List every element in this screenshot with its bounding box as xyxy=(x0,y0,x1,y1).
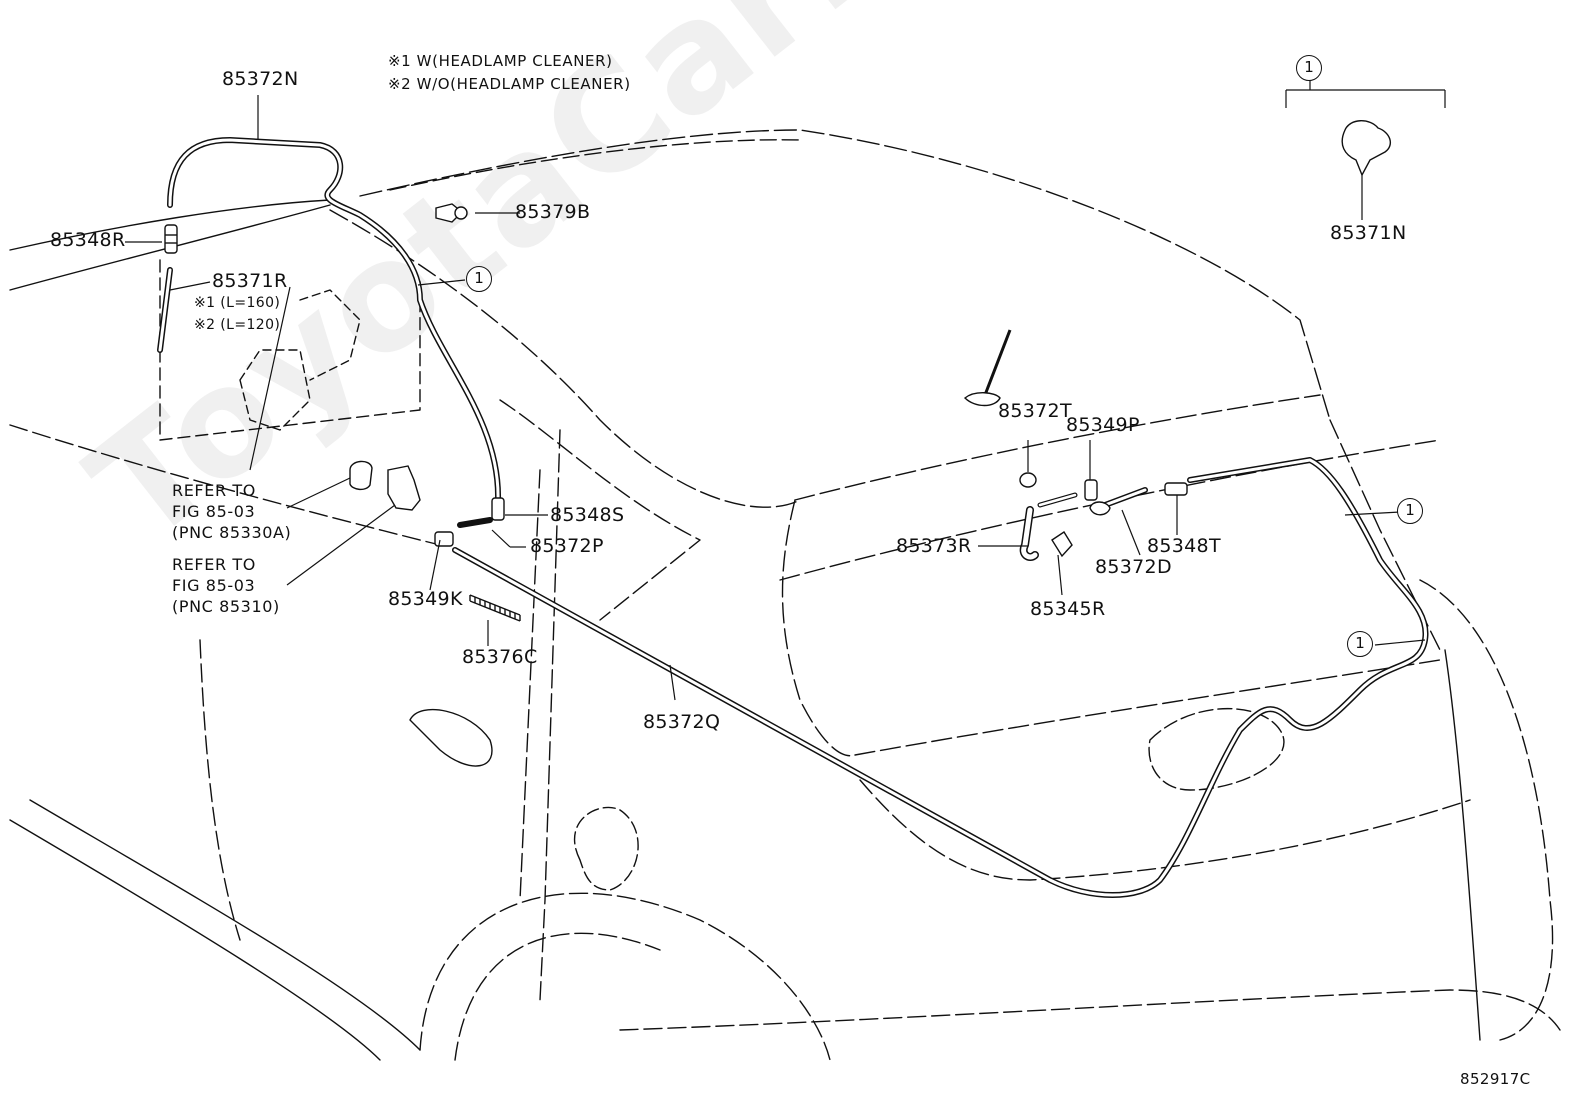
joint-85348R xyxy=(164,224,178,254)
reference-pnc-85310: REFER TO FIG 85-03 (PNC 85310) xyxy=(172,555,280,616)
rear-window-top xyxy=(794,394,1321,501)
connector-85349P xyxy=(1084,479,1098,501)
label-85371N: 85371N xyxy=(1330,222,1407,244)
roof-outline-inner xyxy=(389,139,801,191)
door-edge-2 xyxy=(519,469,541,901)
pump-85310 xyxy=(387,465,421,511)
lower-body xyxy=(29,799,421,1051)
reference-pnc-85330a: REFER TO FIG 85-03 (PNC 85330A) xyxy=(172,481,292,542)
c-pillar xyxy=(499,399,701,621)
rear-window-bottom xyxy=(854,659,1441,756)
grommet-85372T xyxy=(1019,472,1037,488)
hose-85372D-inner xyxy=(1103,488,1147,507)
lower-hatch xyxy=(859,779,1471,881)
lower-body-2 xyxy=(9,819,381,1061)
antenna-base xyxy=(963,392,1001,407)
label-85349K: 85349K xyxy=(388,588,463,610)
engine-room-detail-2 xyxy=(299,289,361,381)
note-with-headlamp-cleaner: ※1 W(HEADLAMP CLEANER) xyxy=(388,52,613,70)
label-85348R: 85348R xyxy=(50,229,126,251)
label-85372P: 85372P xyxy=(530,535,604,557)
label-85379B: 85379B xyxy=(515,201,591,223)
left-fender xyxy=(199,639,241,941)
joint-85348T xyxy=(1164,482,1188,496)
roof-line-left xyxy=(9,199,331,251)
label-85371R-length-2: ※2 (L=120) xyxy=(194,317,281,333)
joint-85348S xyxy=(491,497,505,521)
label-85372D: 85372D xyxy=(1095,556,1172,578)
hose-85373R-inner xyxy=(1021,507,1038,560)
diagram-code: 852917C xyxy=(1460,1070,1531,1088)
note-without-headlamp-cleaner: ※2 W/O(HEADLAMP CLEANER) xyxy=(388,75,631,93)
rear-bumper xyxy=(619,989,1561,1031)
roof-outline xyxy=(359,129,1331,421)
connector-85349K xyxy=(434,531,454,547)
label-85372N: 85372N xyxy=(222,68,299,90)
engine-room-detail xyxy=(239,349,311,431)
callout-circle-roof: 1 xyxy=(466,266,492,292)
label-85348T: 85348T xyxy=(1147,535,1221,557)
pillar-line xyxy=(329,209,801,508)
label-85371R-length-1: ※1 (L=160) xyxy=(194,295,281,311)
nozzle-85345R xyxy=(1051,531,1073,558)
hose-85372Q-inner xyxy=(453,458,1428,897)
hose-short-85349P-inner xyxy=(1038,493,1077,507)
rear-corner xyxy=(1419,579,1554,1041)
hose-85371R-inner xyxy=(158,268,172,352)
body-side-upper xyxy=(9,424,441,546)
callout-circle-hatch-lower: 1 xyxy=(1347,631,1373,657)
label-85371R: 85371R xyxy=(212,270,288,292)
hose-85372P xyxy=(457,517,493,528)
label-85373R: 85373R xyxy=(896,535,972,557)
fuel-door xyxy=(573,806,639,891)
door-handle xyxy=(409,708,493,767)
hose-85372N-inner xyxy=(168,138,500,502)
callout-circle-legend: 1 xyxy=(1296,55,1322,81)
tail-light xyxy=(1148,707,1285,791)
clip-85371N xyxy=(1341,120,1392,177)
label-85349P: 85349P xyxy=(1066,414,1140,436)
cap-85330A xyxy=(349,460,373,491)
wheel-arch-inner xyxy=(454,932,661,1061)
label-85372Q: 85372Q xyxy=(643,711,721,733)
nozzle-85372D-head xyxy=(1089,501,1111,516)
rear-window-left xyxy=(781,499,856,757)
label-85348S: 85348S xyxy=(550,504,625,526)
label-85376C: 85376C xyxy=(462,646,538,668)
callout-circle-hatch-upper: 1 xyxy=(1397,498,1423,524)
antenna xyxy=(983,329,1012,396)
label-85345R: 85345R xyxy=(1030,598,1106,620)
wheel-arch xyxy=(419,892,831,1061)
door-edge xyxy=(539,429,561,1001)
rear-corner-2 xyxy=(1444,649,1481,1041)
label-85372T: 85372T xyxy=(998,400,1072,422)
